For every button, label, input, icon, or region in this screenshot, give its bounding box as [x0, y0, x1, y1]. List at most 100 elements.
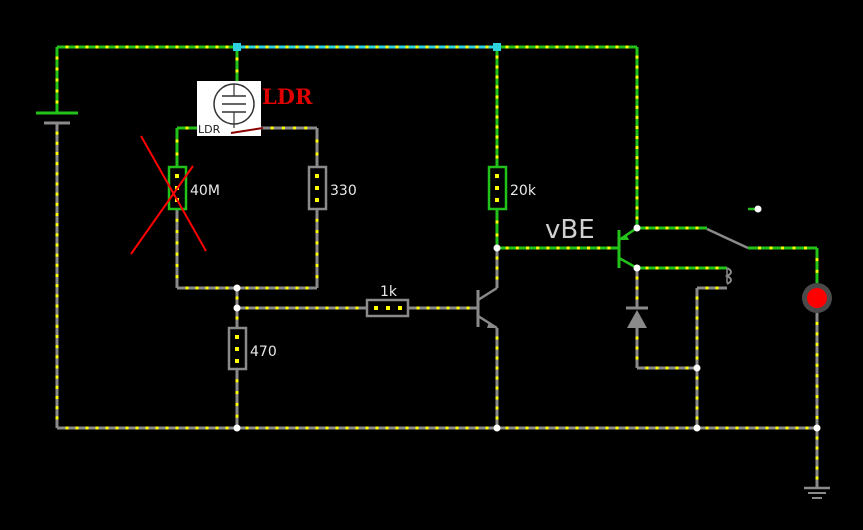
current-dot: [315, 241, 319, 245]
current-dot: [55, 78, 59, 82]
ldr-title: LDR: [262, 84, 313, 109]
current-dot: [685, 266, 689, 270]
vbe-label: vBE: [545, 215, 595, 245]
junction-node[interactable]: [233, 424, 241, 432]
current-dot: [635, 125, 639, 129]
switch-icon[interactable]: [706, 205, 762, 285]
current-dot: [415, 45, 419, 49]
resistor-20k[interactable]: [487, 165, 508, 211]
current-dot: [175, 426, 179, 430]
resistor-470-label: 470: [250, 344, 277, 360]
current-dot: [295, 286, 299, 290]
junction-node[interactable]: [633, 224, 641, 232]
current-dot: [495, 233, 499, 237]
current-dot: [95, 45, 99, 49]
current-dot: [315, 218, 319, 222]
current-dot: [65, 45, 69, 49]
current-dot: [495, 75, 499, 79]
current-dot: [75, 45, 79, 49]
led-icon[interactable]: [802, 283, 832, 313]
current-dot: [695, 416, 699, 420]
current-dot: [235, 379, 239, 383]
current-dot: [525, 426, 529, 430]
current-dot: [705, 266, 709, 270]
current-dot: [475, 426, 479, 430]
current-dot: [315, 45, 319, 49]
junction-node[interactable]: [233, 43, 241, 51]
junction-node[interactable]: [493, 424, 501, 432]
current-dot: [495, 256, 499, 260]
current-dot: [235, 296, 239, 300]
wires: [55, 45, 819, 488]
current-dot: [185, 426, 189, 430]
current-dot: [436, 306, 440, 310]
current-dot: [635, 146, 639, 150]
current-dot: [815, 446, 819, 450]
current-dot: [125, 45, 129, 49]
cross-mark: [130, 135, 207, 255]
current-dot: [595, 45, 599, 49]
current-dot: [281, 126, 285, 130]
battery-icon[interactable]: [36, 111, 78, 125]
current-dot: [585, 45, 589, 49]
current-dot: [655, 226, 659, 230]
current-dot: [495, 266, 499, 270]
current-dot: [155, 45, 159, 49]
current-dot: [525, 45, 529, 49]
current-dot: [445, 45, 449, 49]
junction-node[interactable]: [693, 424, 701, 432]
resistor-330[interactable]: [307, 165, 328, 211]
current-dot: [55, 263, 59, 267]
current-dot: [55, 396, 59, 399]
current-dot: [175, 139, 179, 143]
current-dot: [315, 252, 319, 256]
current-dot: [255, 306, 259, 310]
current-dot: [55, 67, 59, 71]
current-dot: [645, 366, 649, 370]
junction-node[interactable]: [493, 244, 501, 252]
current-dot: [495, 55, 499, 59]
junction-node[interactable]: [693, 364, 701, 372]
resistor-1k[interactable]: [365, 298, 410, 318]
current-dot: [815, 321, 819, 325]
current-dot: [445, 426, 449, 430]
junction-node[interactable]: [813, 424, 821, 432]
current-dot: [235, 57, 239, 61]
current-dot: [165, 426, 169, 430]
current-dot: [515, 45, 519, 49]
current-dot: [635, 85, 639, 89]
current-dot: [495, 346, 499, 350]
current-dot: [315, 306, 319, 310]
current-dot: [815, 466, 819, 470]
current-dot: [575, 426, 579, 430]
current-dot: [576, 246, 580, 250]
current-dot: [365, 45, 369, 49]
current-dot: [695, 326, 699, 330]
junction-node[interactable]: [493, 43, 501, 51]
resistor-470[interactable]: [227, 326, 248, 371]
junction-node[interactable]: [633, 264, 641, 272]
current-dot: [555, 45, 559, 49]
junction-node[interactable]: [233, 284, 241, 292]
current-dot: [665, 266, 669, 270]
current-dot: [635, 136, 639, 139]
current-dot: [175, 263, 179, 267]
current-dot: [175, 45, 179, 49]
current-dot: [315, 263, 319, 267]
current-dot: [135, 426, 139, 430]
junction-node[interactable]: [233, 304, 241, 312]
current-dot: [175, 275, 179, 279]
current-dot: [815, 436, 819, 440]
current-dot: [815, 269, 819, 273]
current-dot: [185, 45, 189, 49]
current-dot: [395, 426, 399, 430]
current-dot: [495, 406, 499, 410]
current-dot: [345, 45, 349, 49]
diode-icon[interactable]: [626, 306, 648, 328]
current-dot: [435, 45, 439, 49]
current-dot: [605, 426, 609, 430]
ldr-icon[interactable]: LDR: [197, 81, 264, 136]
current-dot: [815, 258, 819, 262]
transistor-icon[interactable]: [476, 286, 498, 330]
